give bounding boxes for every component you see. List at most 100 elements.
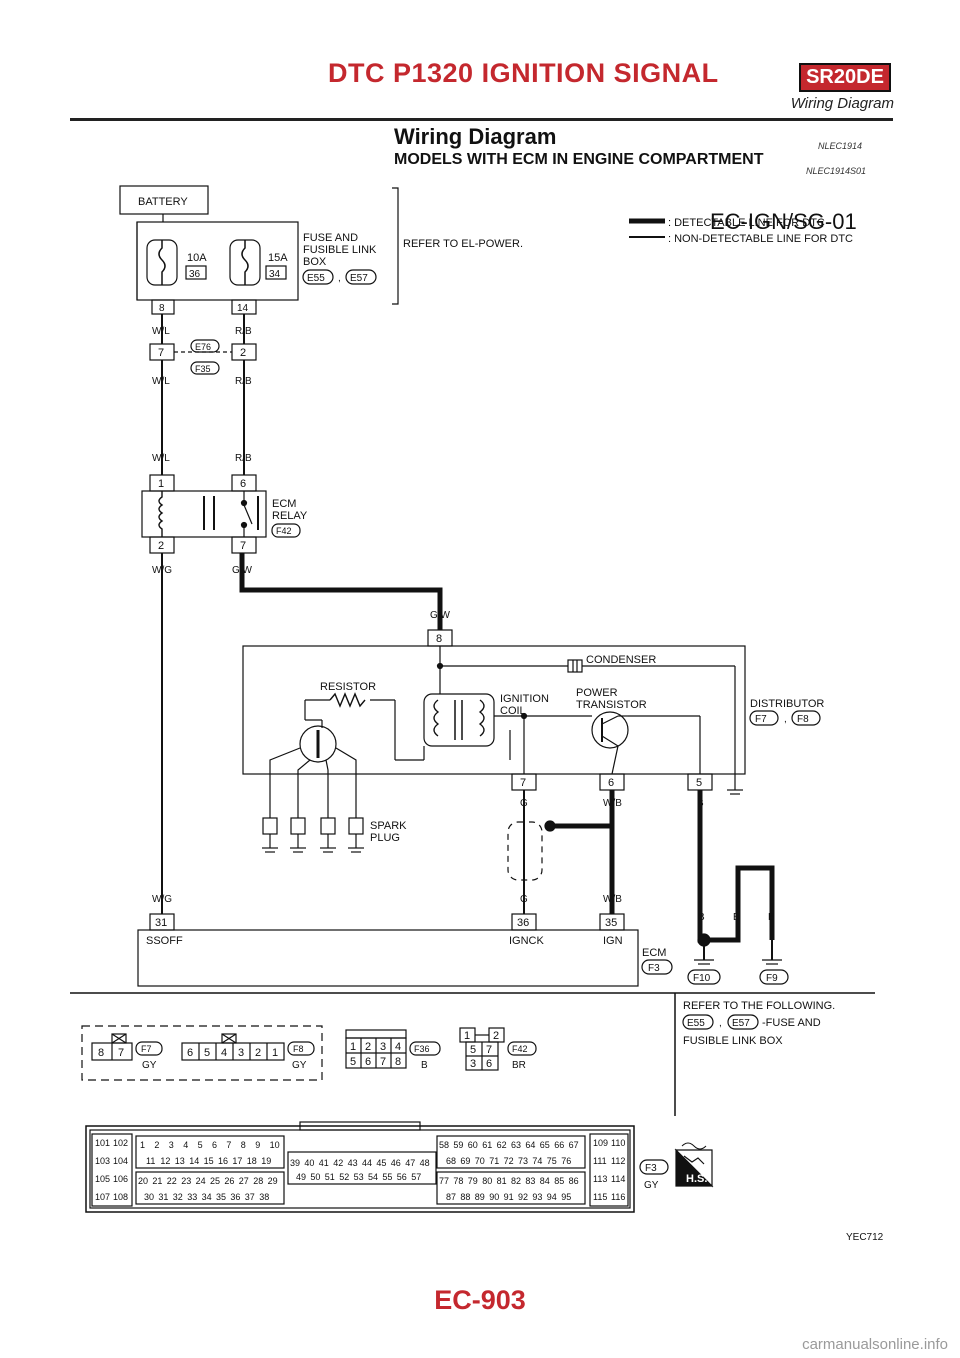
connector-f42: 1 2 5 7 3 6 F42 BR — [459, 1027, 537, 1071]
f3-pin-8: 8 — [241, 1140, 246, 1150]
f3-pin-15: 15 — [204, 1156, 214, 1166]
f42-pin-7: 7 — [486, 1044, 492, 1056]
f3-pin-63: 63 — [511, 1140, 521, 1150]
f36-id: F36 — [414, 1044, 430, 1054]
f3-pin-107: 107 — [95, 1192, 110, 1202]
fuse-box-conn-2: E57 — [350, 273, 368, 284]
f3-pin-22: 22 — [167, 1176, 177, 1186]
distributor-label: DISTRIBUTOR — [750, 698, 824, 710]
f3-pin-24: 24 — [196, 1176, 206, 1186]
f3-pin-9: 9 — [255, 1140, 260, 1150]
f3-pin-80: 80 — [482, 1176, 492, 1186]
wire-color-wb-2: W/B — [603, 894, 622, 905]
f36-pin-7: 7 — [380, 1056, 386, 1068]
page-number: EC-903 — [434, 1285, 526, 1315]
f3-pin-7: 7 — [226, 1140, 231, 1150]
f3-pin-55: 55 — [382, 1172, 392, 1182]
f3-pin-26: 26 — [224, 1176, 234, 1186]
f3-pin-10: 10 — [270, 1140, 280, 1150]
f3-pin-58: 58 — [439, 1140, 449, 1150]
f3-pin-57: 57 — [411, 1172, 421, 1182]
distributor-box — [242, 645, 746, 775]
f8-color: GY — [292, 1060, 307, 1071]
f8-pin-2: 2 — [255, 1047, 261, 1059]
spark-plug-3 — [320, 817, 336, 853]
connector-f36: 1 2 3 4 5 6 7 8 F36 B — [345, 1029, 441, 1071]
f3-pin-110: 110 — [611, 1138, 625, 1148]
battery-box — [119, 185, 209, 215]
relay-label-2: RELAY — [272, 510, 308, 522]
refer-el-power: REFER TO EL-POWER. — [403, 238, 523, 250]
f3-pin-48: 48 — [420, 1158, 430, 1168]
f3-pin-106: 106 — [113, 1174, 128, 1184]
f3-color: GY — [644, 1180, 659, 1191]
f3-pin-29: 29 — [268, 1176, 278, 1186]
f3-pin-105: 105 — [95, 1174, 110, 1184]
f42-id: F42 — [512, 1044, 528, 1054]
f3-pin-44: 44 — [362, 1158, 372, 1168]
f3-pin-28: 28 — [253, 1176, 263, 1186]
f3-pin-32: 32 — [173, 1192, 183, 1202]
distributor-pin-7: 7 — [520, 777, 526, 789]
f3-pin-18: 18 — [247, 1156, 257, 1166]
f3-pin-90: 90 — [489, 1192, 499, 1202]
ecm-label: ECM — [642, 947, 666, 959]
relay-pin-2: 2 — [158, 540, 164, 552]
fuse-box-pin-8: 8 — [159, 303, 165, 314]
resistor-label: RESISTOR — [320, 681, 376, 693]
refer-conn-e55: E55 — [687, 1018, 705, 1029]
f3-pin-54: 54 — [368, 1172, 378, 1182]
f3-pin-72: 72 — [504, 1156, 514, 1166]
f3-pin-5: 5 — [198, 1140, 203, 1150]
f3-pin-111: 111 — [593, 1156, 607, 1166]
relay-pin-6: 6 — [240, 478, 246, 490]
fuse-box-pin-14: 14 — [237, 303, 249, 314]
f3-pin-112: 112 — [611, 1156, 625, 1166]
section-subtitle: MODELS WITH ECM IN ENGINE COMPARTMENT — [394, 151, 764, 168]
f42-color: BR — [512, 1060, 526, 1071]
f3-pin-81: 81 — [497, 1176, 507, 1186]
engine-badge: SR20DE — [799, 63, 891, 92]
f3-pin-45: 45 — [376, 1158, 386, 1168]
distributor-pin-5: 5 — [696, 777, 702, 789]
f42-pin-2: 2 — [493, 1030, 499, 1042]
f3-pin-17: 17 — [232, 1156, 242, 1166]
joint-pin-7: 7 — [158, 347, 164, 359]
section-code: NLEC1914 — [818, 141, 863, 151]
f3-pin-84: 84 — [540, 1176, 550, 1186]
f3-pin-65: 65 — [540, 1140, 550, 1150]
f3-pin-37: 37 — [245, 1192, 255, 1202]
connector-f7: 8 7 F7 GY — [91, 1033, 163, 1071]
fuse1-rating: 10A — [187, 252, 207, 264]
distributor-connectors-group — [81, 1025, 323, 1081]
f42-pin-6: 6 — [486, 1058, 492, 1070]
legend-detectable-label: : DETECTABLE LINE FOR DTC — [668, 217, 825, 229]
f3-pin-113: 113 — [593, 1174, 607, 1184]
f8-pin-1: 1 — [272, 1047, 278, 1059]
f36-color: B — [421, 1060, 428, 1071]
f36-pin-2: 2 — [365, 1041, 371, 1053]
watermark: carmanualsonline.info — [802, 1336, 948, 1353]
f3-pin-38: 38 — [259, 1192, 269, 1202]
f3-pin-95: 95 — [561, 1192, 571, 1202]
f8-pin-5: 5 — [204, 1047, 210, 1059]
f3-pin-41: 41 — [319, 1158, 329, 1168]
diagram-id: EC-IGN/SG-01 — [710, 209, 857, 234]
coil-label-1: IGNITION — [500, 693, 549, 705]
f3-pin-39: 39 — [290, 1158, 300, 1168]
hs-harness-icon: H.S. — [674, 1142, 714, 1188]
hs-label: H.S. — [686, 1173, 707, 1185]
f3-pin-104: 104 — [113, 1156, 128, 1166]
transistor-label-2: TRANSISTOR — [576, 699, 647, 711]
f3-pin-14: 14 — [189, 1156, 199, 1166]
ecm-conn-f3: F3 — [648, 963, 660, 974]
ecm-relay-box — [141, 490, 267, 538]
f3-pin-89: 89 — [475, 1192, 485, 1202]
wire-color-wl-1: W/L — [152, 326, 170, 337]
f3-pin-67: 67 — [569, 1140, 579, 1150]
f3-pin-75: 75 — [547, 1156, 557, 1166]
f3-pin-42: 42 — [333, 1158, 343, 1168]
ecm-pin-35: 35 — [605, 917, 617, 929]
f42-pin-3: 3 — [470, 1058, 476, 1070]
f3-pin-21: 21 — [152, 1176, 162, 1186]
